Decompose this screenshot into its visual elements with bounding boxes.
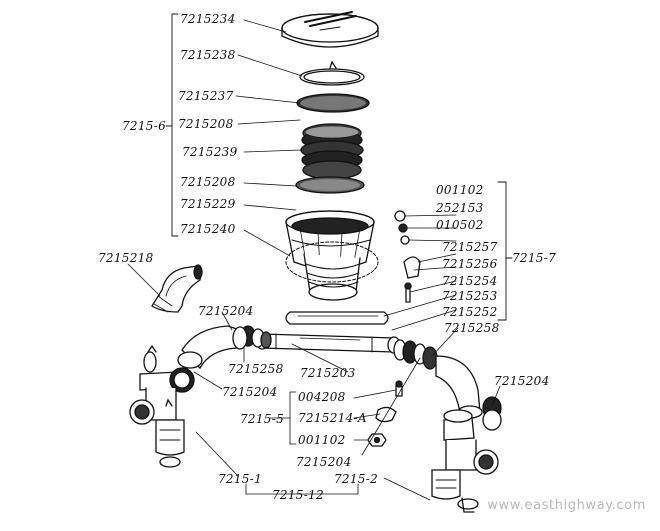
label-part-7215204-upper: 7215204 (198, 304, 254, 318)
label-part-7215204-bottom: 7215204 (296, 455, 352, 469)
label-part-010502: 010502 (436, 218, 484, 232)
label-group-7215-2: 7215-2 (334, 472, 379, 486)
bracket-7215-6 (165, 13, 179, 237)
filter-cover (281, 11, 379, 48)
housing-outlet-tube (285, 241, 379, 301)
mesh-disc-lower (295, 176, 365, 194)
watermark: www.easthighway.com (487, 498, 646, 513)
label-group-7215-12: 7215-12 (272, 488, 324, 502)
cover-plate (285, 311, 389, 325)
label-group-7215-7: 7215-7 (512, 251, 557, 265)
label-group-7215-5: 7215-5 (240, 412, 285, 426)
label-part-7215258-right: 7215258 (444, 321, 500, 335)
label-part-252153: 252153 (436, 201, 484, 215)
label-group-7215-6: 7215-6 (122, 119, 167, 133)
label-part-7215258-left: 7215258 (228, 362, 284, 376)
mesh-disc-upper (296, 93, 370, 113)
carburetor-left (129, 344, 195, 468)
label-part-001102-right: 001102 (436, 183, 484, 197)
carburetor-right (431, 409, 499, 513)
bracket-7215-7 (497, 181, 513, 321)
label-part-7215229: 7215229 (180, 197, 236, 211)
label-part-7215203: 7215203 (300, 366, 356, 380)
label-part-7215254: 7215254 (442, 274, 498, 288)
connecting-tube (255, 332, 401, 354)
label-part-7215204-right: 7215204 (494, 374, 550, 388)
label-part-004208: 004208 (298, 390, 346, 404)
label-part-7215253: 7215253 (442, 289, 498, 303)
fasteners-right (394, 210, 421, 303)
label-part-7215208-lower: 7215208 (180, 175, 236, 189)
clamp-rings-right (393, 339, 438, 370)
label-part-7215234: 7215234 (180, 12, 236, 26)
label-part-7215239: 7215239 (182, 145, 238, 159)
label-part-7215256: 7215256 (442, 257, 498, 271)
leader-lines (127, 19, 501, 501)
label-part-7215218: 7215218 (98, 251, 154, 265)
label-part-7215208-upper: 7215208 (178, 117, 234, 131)
label-part-001102-mid: 001102 (298, 433, 346, 447)
label-part-7215240: 7215240 (180, 222, 236, 236)
label-part-7215237: 7215237 (178, 89, 234, 103)
elbow-pipe-upper-left (177, 325, 248, 370)
label-group-7215-1: 7215-1 (218, 472, 263, 486)
retaining-ring (299, 60, 365, 86)
rubber-hose (151, 264, 203, 313)
label-part-7215257: 7215257 (442, 240, 498, 254)
label-part-7215204-left: 7215204 (222, 385, 278, 399)
label-part-7215214-A: 7215214-A (298, 411, 367, 425)
label-part-7215252: 7215252 (442, 305, 498, 319)
label-part-7215238: 7215238 (180, 48, 236, 62)
filter-element-stack (300, 123, 364, 180)
